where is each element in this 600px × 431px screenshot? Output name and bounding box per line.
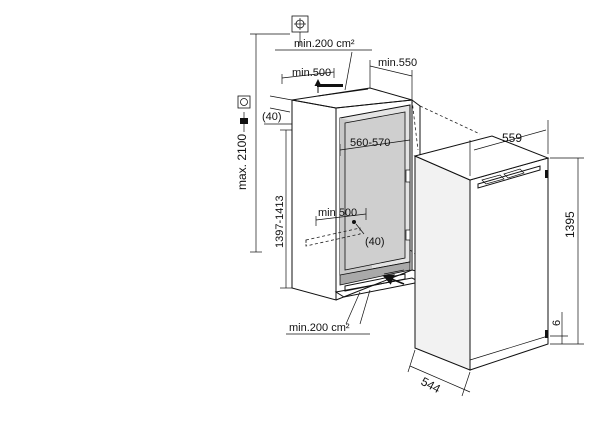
bottom-vent: min.200 cm² — [286, 269, 405, 335]
niche-height-dimension: 1397-1413 — [274, 129, 292, 289]
appliance-height-label: 1395 — [563, 211, 577, 238]
vent-top-area-label: min.200 cm² — [294, 38, 355, 50]
appliance-width-dimension: 559 — [469, 120, 549, 176]
appliance-width-label: 559 — [502, 131, 522, 145]
niche-depth-dimension: min.550 — [369, 57, 417, 100]
vent-bottom-area-label: min.200 cm² — [289, 322, 350, 334]
bottom-offset-label: (40) — [365, 236, 385, 248]
appliance — [413, 135, 550, 371]
plinth-gap-dimension: 6 — [550, 312, 568, 344]
top-offset: (40) — [262, 95, 293, 125]
plinth-gap-label: 6 — [551, 320, 563, 326]
niche-depth-label: min.550 — [378, 57, 417, 69]
max-height-label: max. 2100 — [235, 134, 249, 190]
niche-shelf — [339, 261, 411, 286]
vent-top-depth-label: min.500 — [292, 67, 331, 79]
bottom-depth-dimension: min 500 (40) — [315, 207, 385, 248]
top-offset-label: (40) — [262, 111, 282, 123]
plug-icon — [240, 112, 248, 132]
max-height-dimension: max. 2100 — [235, 33, 290, 253]
niche-height-label: 1397-1413 — [274, 195, 286, 248]
niche-width-label: 560-570 — [350, 137, 390, 149]
water-tap-icon — [291, 15, 309, 46]
appliance-height-dimension: 1395 — [550, 157, 584, 345]
niche-width-dimension: 560-570 — [339, 134, 411, 156]
power-socket-icon — [237, 95, 251, 109]
appliance-depth-label: 544 — [419, 374, 444, 396]
top-vent: min.200 cm² — [275, 38, 372, 93]
niche-cabinet — [291, 87, 422, 301]
vent-bottom-depth-label: min 500 — [318, 207, 357, 219]
top-depth-dimension: min.500 — [281, 67, 335, 84]
